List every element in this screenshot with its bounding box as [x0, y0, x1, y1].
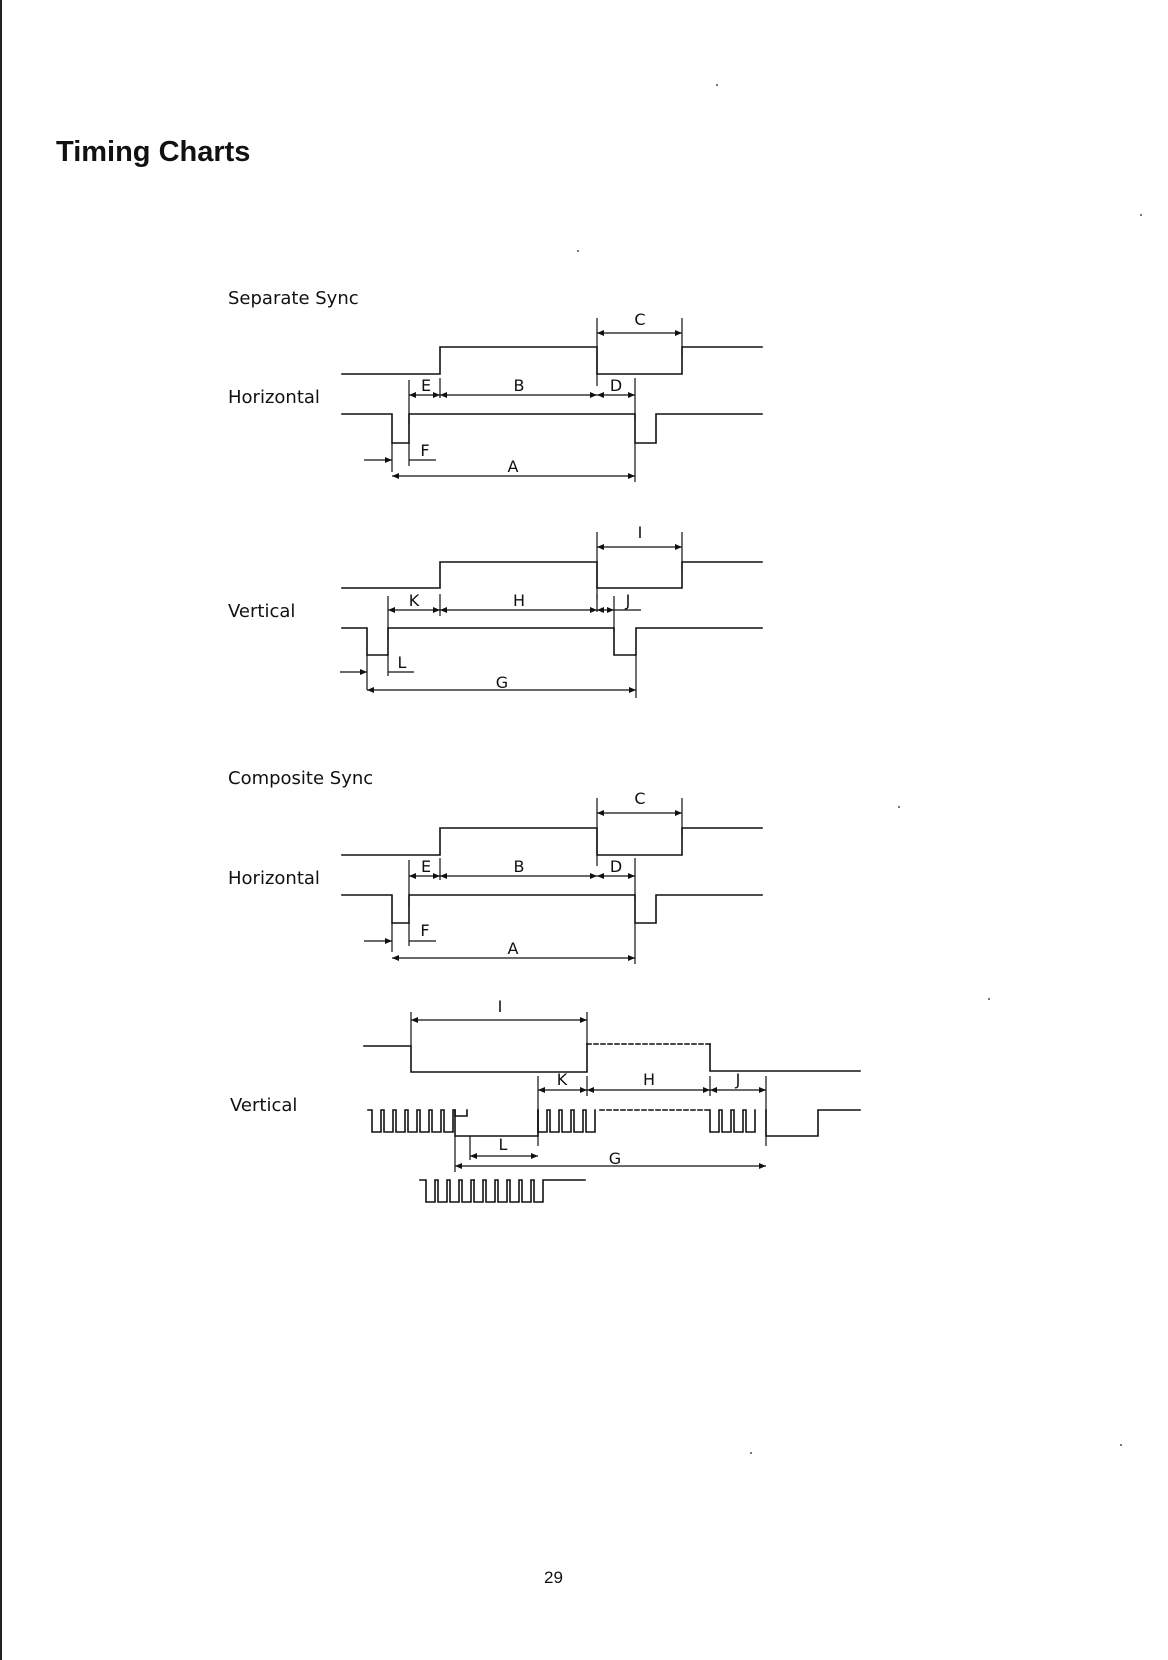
scan-speck: [898, 806, 900, 808]
vertical-video-waveform: [364, 1044, 587, 1072]
dimension-label-i: I: [638, 523, 643, 542]
video-waveform: [342, 562, 762, 588]
dimension-label-h: H: [513, 591, 525, 610]
dimension-label-b: B: [514, 857, 525, 876]
dimension-label-g: G: [609, 1149, 621, 1168]
vertical-video-tail: [710, 1044, 860, 1071]
dimension-label-g: G: [496, 673, 508, 692]
vertical-sync-pulses-mid: [538, 1110, 595, 1132]
dimension-label-e: E: [421, 376, 431, 395]
dimension-label-h: H: [643, 1070, 655, 1089]
dimension-label-f: F: [420, 441, 429, 460]
dimension-label-b: B: [514, 376, 525, 395]
dimension-label-d: D: [610, 376, 622, 395]
dimension-label-i: I: [498, 997, 503, 1016]
dimension-label-l: L: [398, 653, 407, 672]
scan-speck: [577, 250, 579, 252]
vertical-sync-tail: [766, 1110, 860, 1136]
vertical-sync-pulses-right: [710, 1110, 755, 1132]
scan-speck: [1140, 214, 1142, 216]
sync-waveform: [342, 628, 762, 655]
dimension-lines: [340, 333, 766, 1166]
page-number: 29: [544, 1568, 563, 1588]
dimension-label-j: J: [735, 1070, 741, 1089]
dimension-label-a: A: [508, 457, 519, 476]
equalizing-pulses-a: [420, 1180, 474, 1202]
vertical-sync-pulses-left: [368, 1110, 467, 1132]
scan-speck: [750, 1452, 752, 1454]
dimension-label-j: J: [625, 591, 631, 610]
dimension-label-c: C: [634, 789, 645, 808]
scan-speck: [988, 998, 990, 1000]
sync-waveform: [342, 414, 762, 443]
dimension-label-c: C: [634, 310, 645, 329]
scan-speck: [716, 84, 718, 86]
dimension-label-e: E: [421, 857, 431, 876]
video-waveform: [342, 347, 762, 374]
dimension-label-f: F: [420, 921, 429, 940]
dimension-label-l: L: [499, 1135, 508, 1154]
dimension-label-k: K: [557, 1070, 568, 1089]
waveforms: [342, 347, 860, 1202]
dimension-label-a: A: [508, 939, 519, 958]
dimension-labels: C E B D F A I K H J L G C E B D F A I K H J L G: [398, 310, 741, 1168]
dimension-label-d: D: [610, 857, 622, 876]
scan-speck: [1120, 1444, 1122, 1446]
video-waveform: [342, 828, 762, 855]
equalizing-pulses-b: [474, 1180, 585, 1202]
dimension-label-k: K: [409, 591, 420, 610]
sync-waveform: [342, 895, 762, 923]
